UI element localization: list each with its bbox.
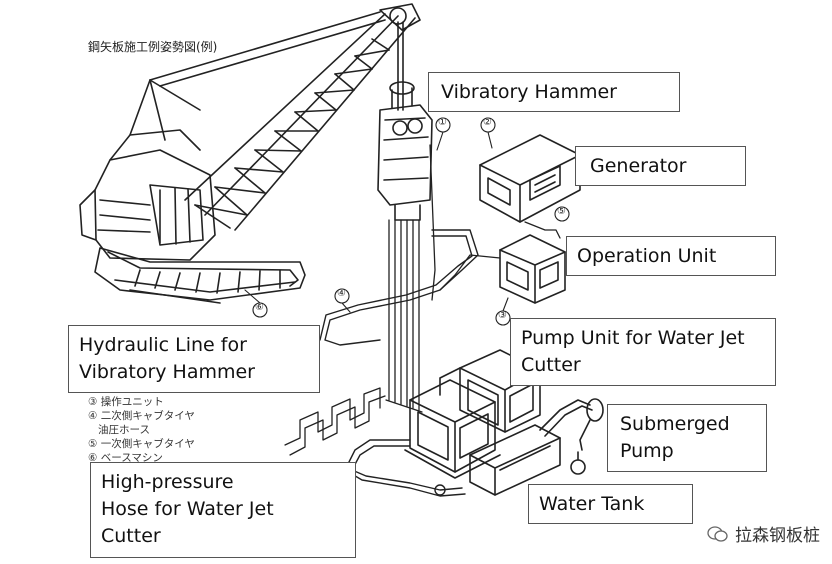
pump-units-drawing xyxy=(404,349,541,479)
operation-unit-drawing xyxy=(499,234,566,304)
watermark-text: 拉森钢板桩 xyxy=(735,526,820,546)
label-pump-unit: Pump Unit for Water Jet Cutter xyxy=(510,318,776,386)
label-line-1: High-pressure xyxy=(101,471,234,493)
submerged-pump-drawing xyxy=(539,398,604,475)
sheet-pile xyxy=(385,144,436,413)
callout-5: ⑤ xyxy=(557,206,566,217)
label-line-3: Cutter xyxy=(101,525,161,547)
legend-item-6: ⑥ ベースマシン xyxy=(88,452,163,464)
generator-drawing xyxy=(479,134,581,223)
label-line-1: Pump Unit for Water Jet xyxy=(521,327,745,349)
callout-3: ③ xyxy=(498,310,507,321)
legend-item-4: ④ 二次側キャブタイヤ xyxy=(88,410,195,422)
crawler-crane xyxy=(79,79,306,304)
label-high-pressure-hose: High-pressure Hose for Water Jet Cutter xyxy=(90,462,356,558)
callout-4: ④ xyxy=(337,288,346,299)
label-text: Operation Unit xyxy=(577,245,717,267)
label-generator: Generator xyxy=(575,146,746,186)
watermark: 拉森钢板桩 xyxy=(707,521,820,546)
label-hydraulic-line: Hydraulic Line for Vibratory Hammer xyxy=(68,325,320,393)
label-line-2: Pump xyxy=(620,440,674,462)
vibratory-hammer-drawing xyxy=(377,81,433,221)
wechat-icon xyxy=(707,525,728,542)
label-operation-unit: Operation Unit xyxy=(566,236,776,276)
callout-6: ⑥ xyxy=(255,302,264,313)
label-line-2: Cutter xyxy=(521,354,581,376)
hydraulic-hose xyxy=(319,229,479,346)
figure-title-jp: 鋼矢板施工例姿勢図(例) xyxy=(88,40,218,54)
label-text: Vibratory Hammer xyxy=(441,81,617,103)
label-vibratory-hammer: Vibratory Hammer xyxy=(428,72,680,112)
label-text: Water Tank xyxy=(539,493,645,515)
label-line-1: Hydraulic Line for xyxy=(79,334,247,356)
label-text: Generator xyxy=(590,155,687,177)
label-submerged-pump: Submerged Pump xyxy=(607,404,767,472)
driven-sheet-piles xyxy=(284,387,386,456)
water-tank-drawing xyxy=(469,424,561,496)
crane-boom xyxy=(149,3,421,231)
label-water-tank: Water Tank xyxy=(528,484,693,524)
label-line-2: Vibratory Hammer xyxy=(79,361,255,383)
label-line-1: Submerged xyxy=(620,413,730,435)
legend-item-5: ⑤ 一次側キャブタイヤ xyxy=(88,438,195,450)
callout-1: ① xyxy=(438,117,447,128)
label-line-2: Hose for Water Jet xyxy=(101,498,274,520)
legend-item-3: ③ 操作ユニット xyxy=(88,396,164,408)
legend-item-4b: 油圧ホース xyxy=(88,424,150,436)
callout-2: ② xyxy=(483,117,492,128)
